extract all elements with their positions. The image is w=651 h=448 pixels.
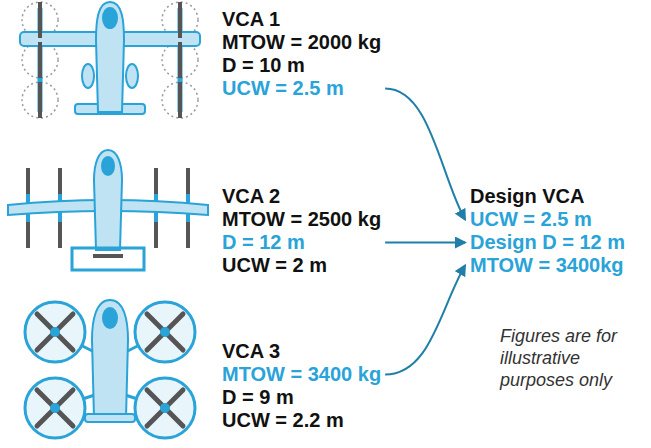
block-heading: Design VCA xyxy=(470,185,625,208)
spec-line: D = 10 m xyxy=(222,54,381,77)
block-heading: VCA 1 xyxy=(222,8,381,31)
note-text: Figures are for illustrative purposes on… xyxy=(500,325,640,391)
spec-line: MTOW = 2500 kg xyxy=(222,208,381,231)
block-heading: VCA 3 xyxy=(222,340,381,363)
arrow-connector xyxy=(385,242,465,244)
spec-line: UCW = 2.5 m xyxy=(470,208,625,231)
spec-line: MTOW = 3400kg xyxy=(470,254,625,277)
arrow-connector xyxy=(385,266,465,375)
arrow-connector xyxy=(385,89,465,220)
spec-line: UCW = 2 m xyxy=(222,254,381,277)
spec-line: MTOW = 3400 kg xyxy=(222,363,381,386)
spec-block: VCA 3MTOW = 3400 kgD = 9 mUCW = 2.2 m xyxy=(222,340,381,432)
block-heading: VCA 2 xyxy=(222,185,381,208)
spec-line: UCW = 2.2 m xyxy=(222,409,381,432)
vca2-aircraft xyxy=(8,150,208,270)
spec-line: UCW = 2.5 m xyxy=(222,77,381,100)
vca1-aircraft xyxy=(20,2,200,118)
spec-line: Design D = 12 m xyxy=(470,231,625,254)
vca3-aircraft xyxy=(25,300,195,438)
spec-line: MTOW = 2000 kg xyxy=(222,31,381,54)
spec-block: VCA 2MTOW = 2500 kgD = 12 mUCW = 2 m xyxy=(222,185,381,277)
spec-line: D = 9 m xyxy=(222,386,381,409)
spec-block: Design VCAUCW = 2.5 mDesign D = 12 mMTOW… xyxy=(470,185,625,277)
spec-block: VCA 1MTOW = 2000 kgD = 10 mUCW = 2.5 m xyxy=(222,8,381,100)
spec-line: D = 12 m xyxy=(222,231,381,254)
